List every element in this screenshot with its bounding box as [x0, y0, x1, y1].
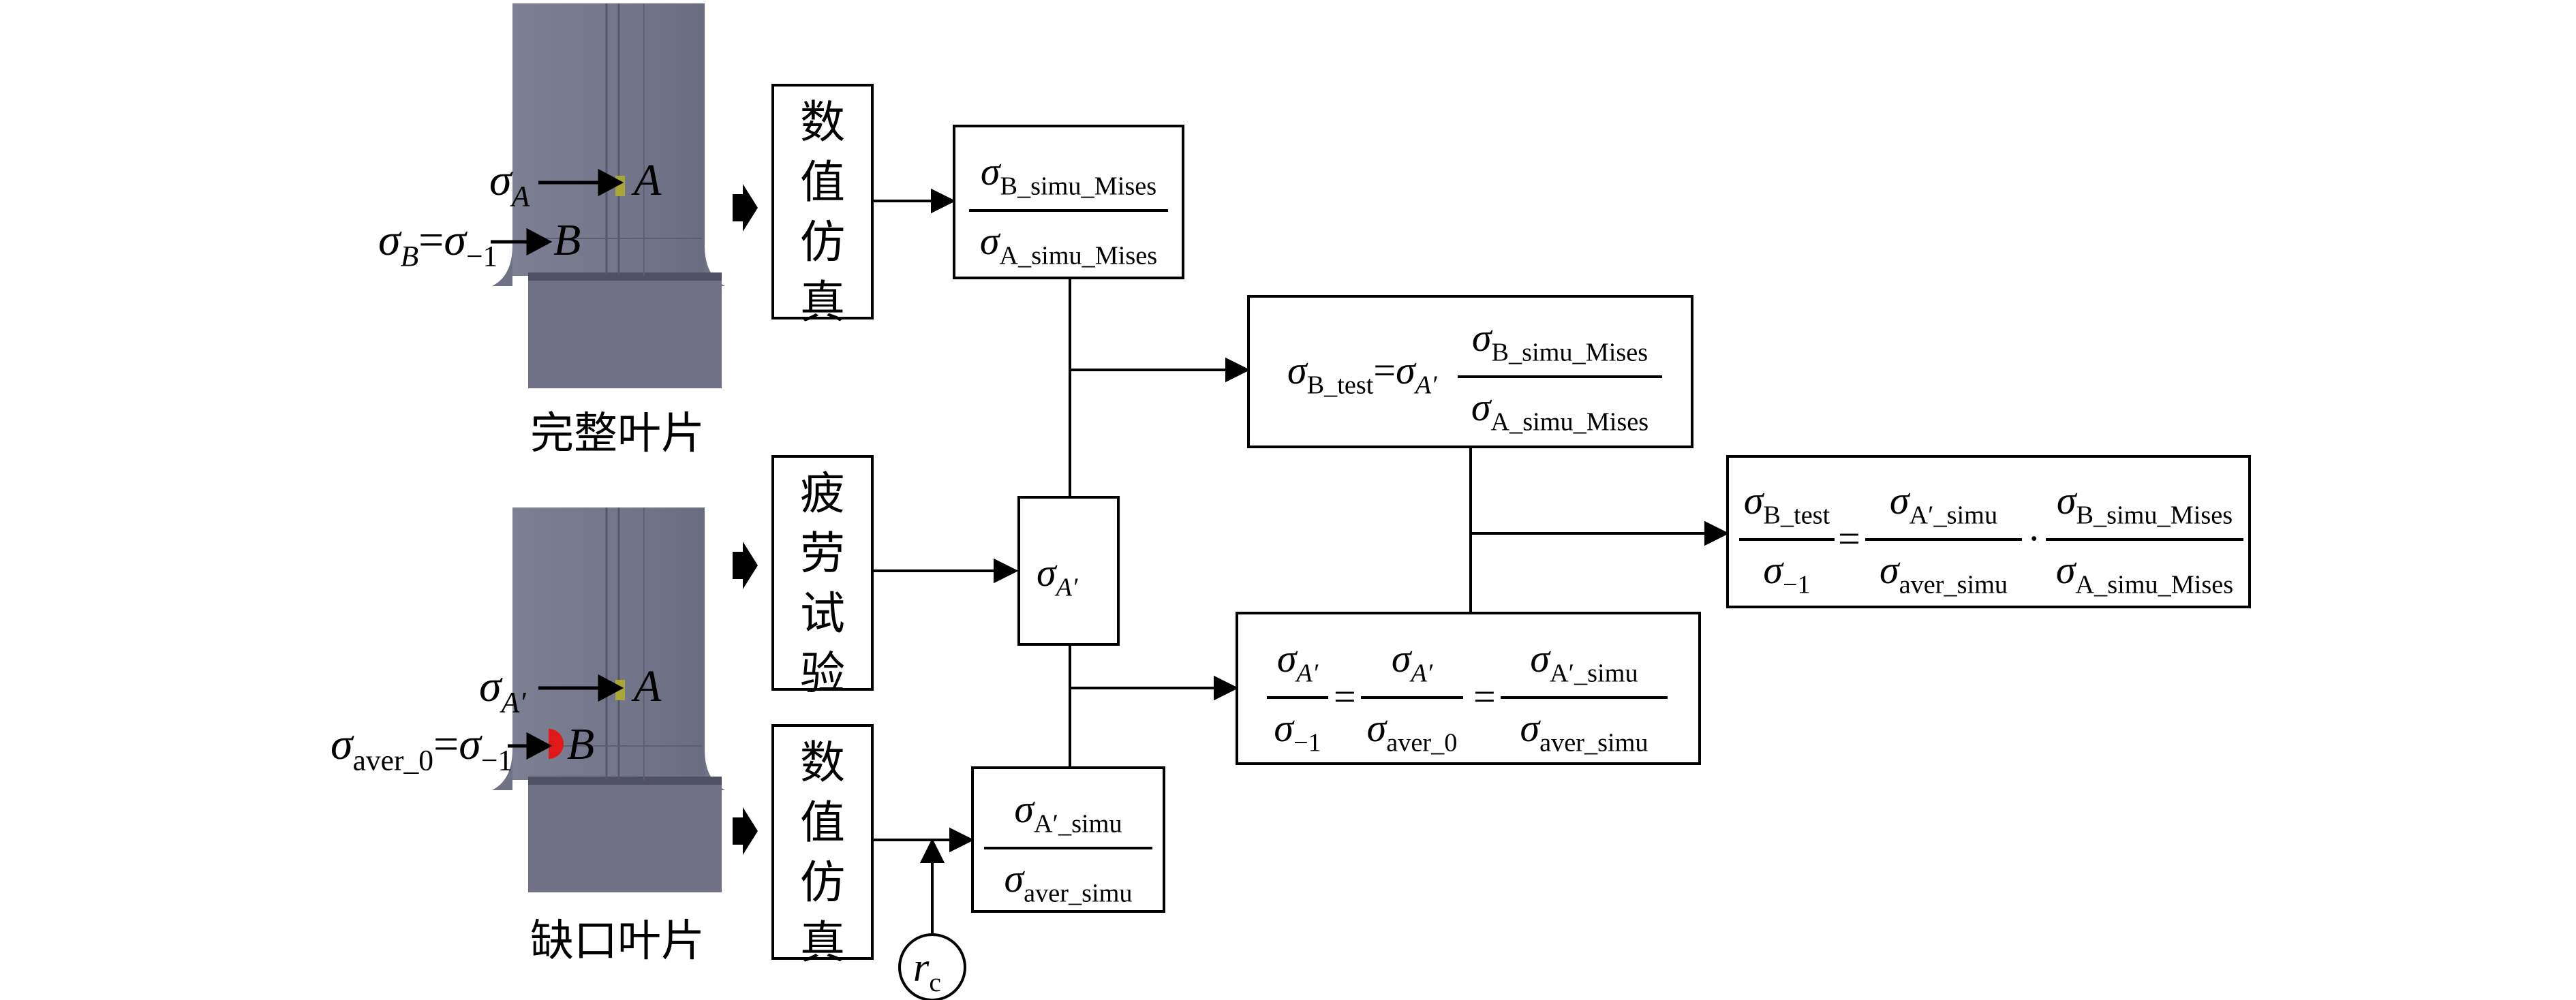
top-point-b-label: B — [553, 215, 581, 265]
top-sigma-a-label: σA — [489, 155, 530, 213]
fatigue-stress-box: σA′ — [1017, 496, 1120, 646]
ratio-equality-box: σA′ σ−1 = σA′ σaver_0 = σA′_simu σaver_s… — [1236, 612, 1701, 765]
notch-mark — [549, 729, 564, 759]
numerical-simulation-box-bottom: 数值仿真 — [771, 724, 874, 965]
intact-blade-caption: 完整叶片 — [530, 409, 705, 459]
test-stress-formula-box: σB_test=σA′ σB_simu_Mises σA_simu_Mises — [1247, 295, 1693, 448]
top-sigma-b-label: σB=σ−1 — [378, 215, 498, 273]
radius-node-label: rc — [913, 945, 941, 998]
final-formula-box: σB_test σ−1 = σA′_simu σaver_simu · σB_s… — [1726, 455, 2251, 608]
bottom-point-b-label: B — [567, 719, 595, 769]
top-point-a-label: A — [634, 155, 662, 205]
bottom-sigma-a-label: σA′ — [479, 661, 526, 719]
notched-blade-caption: 缺口叶片 — [530, 916, 705, 967]
notched-blade-image — [492, 507, 725, 892]
fatigue-test-box: 疲劳试验 — [771, 455, 874, 696]
radius-node-circle — [898, 933, 966, 1000]
simu-stress-ratio-box: σB_simu_Mises σA_simu_Mises — [953, 125, 1184, 279]
bottom-sigma-aver-label: σaver_0=σ−1 — [331, 719, 513, 777]
notch-simu-ratio-box: σA′_simu σaver_simu — [971, 766, 1165, 913]
numerical-simulation-box-top: 数值仿真 — [771, 84, 874, 325]
intact-blade-image — [492, 3, 725, 388]
bottom-point-a-label: A — [634, 661, 662, 711]
